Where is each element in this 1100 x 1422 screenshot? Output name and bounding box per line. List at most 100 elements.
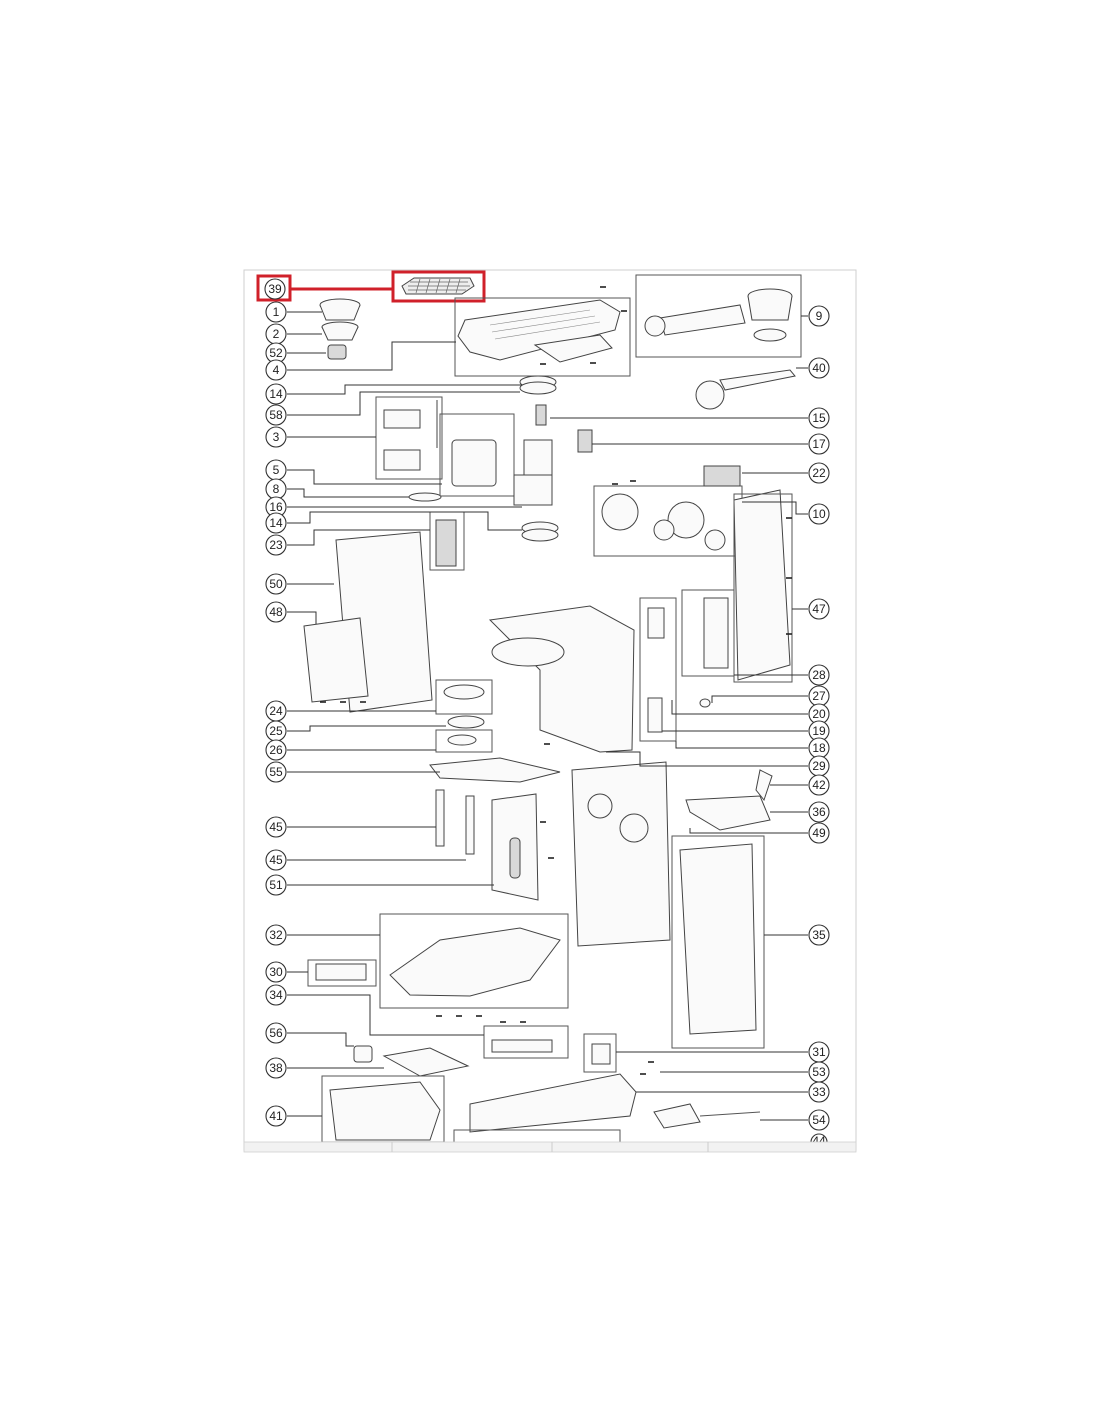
callout-58[interactable]: 58 — [265, 404, 287, 426]
callout-label: 24 — [269, 704, 283, 718]
callout-label: 27 — [812, 689, 826, 703]
status-strip — [243, 1141, 857, 1153]
callout-label: 42 — [812, 778, 826, 792]
callouts-right: 9 40 15 17 22 10 47 28 27 20 19 18 29 42… — [808, 305, 830, 1151]
callout-label: 34 — [269, 988, 283, 1002]
callout-55[interactable]: 55 — [265, 761, 287, 783]
callout-2[interactable]: 2 — [265, 323, 287, 345]
callout-label: 5 — [273, 463, 280, 477]
callout-17[interactable]: 17 — [808, 433, 830, 455]
part-drawings — [303, 274, 802, 1147]
callout-label: 10 — [812, 507, 826, 521]
callout-54[interactable]: 54 — [808, 1109, 830, 1131]
leader-lines — [287, 311, 808, 1121]
callout-8[interactable]: 8 — [265, 478, 287, 500]
callout-label: 51 — [269, 878, 283, 892]
callout-50[interactable]: 50 — [265, 573, 287, 595]
screw-markers — [320, 286, 792, 1075]
callout-label: 45 — [269, 853, 283, 867]
callout-label: 30 — [269, 965, 283, 979]
callout-27[interactable]: 27 — [808, 685, 830, 707]
callout-31[interactable]: 31 — [808, 1041, 830, 1063]
callout-label: 22 — [812, 466, 826, 480]
callout-label: 50 — [269, 577, 283, 591]
callout-51[interactable]: 51 — [265, 874, 287, 896]
callout-label: 56 — [269, 1026, 283, 1040]
callout-14[interactable]: 14 — [265, 383, 287, 405]
callout-label: 17 — [812, 437, 826, 451]
callout-label: 28 — [812, 668, 826, 682]
callout-14b[interactable]: 14 — [265, 512, 287, 534]
callout-label: 38 — [269, 1061, 283, 1075]
callout-label: 25 — [269, 724, 283, 738]
callout-25[interactable]: 25 — [265, 720, 287, 742]
callout-1[interactable]: 1 — [265, 301, 287, 323]
callout-label: 40 — [812, 361, 826, 375]
callout-label: 49 — [812, 826, 826, 840]
callout-4[interactable]: 4 — [265, 359, 287, 381]
callout-label: 36 — [812, 805, 826, 819]
callout-label: 39 — [268, 282, 282, 296]
callout-30[interactable]: 30 — [265, 961, 287, 983]
callout-label: 33 — [812, 1085, 826, 1099]
callout-label: 35 — [812, 928, 826, 942]
callout-48[interactable]: 48 — [265, 601, 287, 623]
callout-label: 15 — [812, 411, 826, 425]
callout-label: 29 — [812, 759, 826, 773]
callout-label: 45 — [269, 820, 283, 834]
callout-49[interactable]: 49 — [808, 822, 830, 844]
callout-9[interactable]: 9 — [808, 305, 830, 327]
callout-22[interactable]: 22 — [808, 462, 830, 484]
callout-39[interactable]: 39 — [264, 278, 286, 300]
callout-label: 53 — [812, 1065, 826, 1079]
callouts-left: 39 1 2 52 4 14 58 3 5 8 16 14 23 50 48 2… — [264, 278, 287, 1127]
callout-33[interactable]: 33 — [808, 1081, 830, 1103]
callout-label: 26 — [269, 743, 283, 757]
callout-5[interactable]: 5 — [265, 459, 287, 481]
callout-20[interactable]: 20 — [808, 703, 830, 725]
callout-label: 41 — [269, 1109, 283, 1123]
callout-label: 16 — [269, 500, 283, 514]
callout-45b[interactable]: 45 — [265, 849, 287, 871]
callout-label: 31 — [812, 1045, 826, 1059]
callout-40[interactable]: 40 — [808, 357, 830, 379]
callout-label: 23 — [269, 538, 283, 552]
callout-label: 8 — [273, 482, 280, 496]
callout-label: 32 — [269, 928, 283, 942]
callout-26[interactable]: 26 — [265, 739, 287, 761]
callout-38[interactable]: 38 — [265, 1057, 287, 1079]
callout-15[interactable]: 15 — [808, 407, 830, 429]
callout-56[interactable]: 56 — [265, 1022, 287, 1044]
highlighted-part-39[interactable] — [256, 270, 486, 303]
callout-45[interactable]: 45 — [265, 816, 287, 838]
callout-label: 19 — [812, 724, 826, 738]
callout-19[interactable]: 19 — [808, 720, 830, 742]
callout-label: 52 — [269, 346, 283, 360]
callout-label: 3 — [273, 430, 280, 444]
callout-label: 18 — [812, 741, 826, 755]
callout-label: 1 — [273, 305, 280, 319]
callout-34[interactable]: 34 — [265, 984, 287, 1006]
callout-41[interactable]: 41 — [265, 1105, 287, 1127]
callout-18[interactable]: 18 — [808, 737, 830, 759]
callout-28[interactable]: 28 — [808, 664, 830, 686]
callout-35[interactable]: 35 — [808, 924, 830, 946]
callout-label: 14 — [269, 387, 283, 401]
callout-label: 47 — [812, 602, 826, 616]
callout-10[interactable]: 10 — [808, 503, 830, 525]
callout-53[interactable]: 53 — [808, 1061, 830, 1083]
callout-42[interactable]: 42 — [808, 774, 830, 796]
callout-24[interactable]: 24 — [265, 700, 287, 722]
callout-36[interactable]: 36 — [808, 801, 830, 823]
callout-3[interactable]: 3 — [265, 426, 287, 448]
callout-47[interactable]: 47 — [808, 598, 830, 620]
callout-29[interactable]: 29 — [808, 755, 830, 777]
callout-label: 54 — [812, 1113, 826, 1127]
callout-23[interactable]: 23 — [265, 534, 287, 556]
callout-label: 14 — [269, 516, 283, 530]
callout-32[interactable]: 32 — [265, 924, 287, 946]
callout-label: 55 — [269, 765, 283, 779]
callout-label: 9 — [816, 309, 823, 323]
callout-label: 4 — [273, 363, 280, 377]
